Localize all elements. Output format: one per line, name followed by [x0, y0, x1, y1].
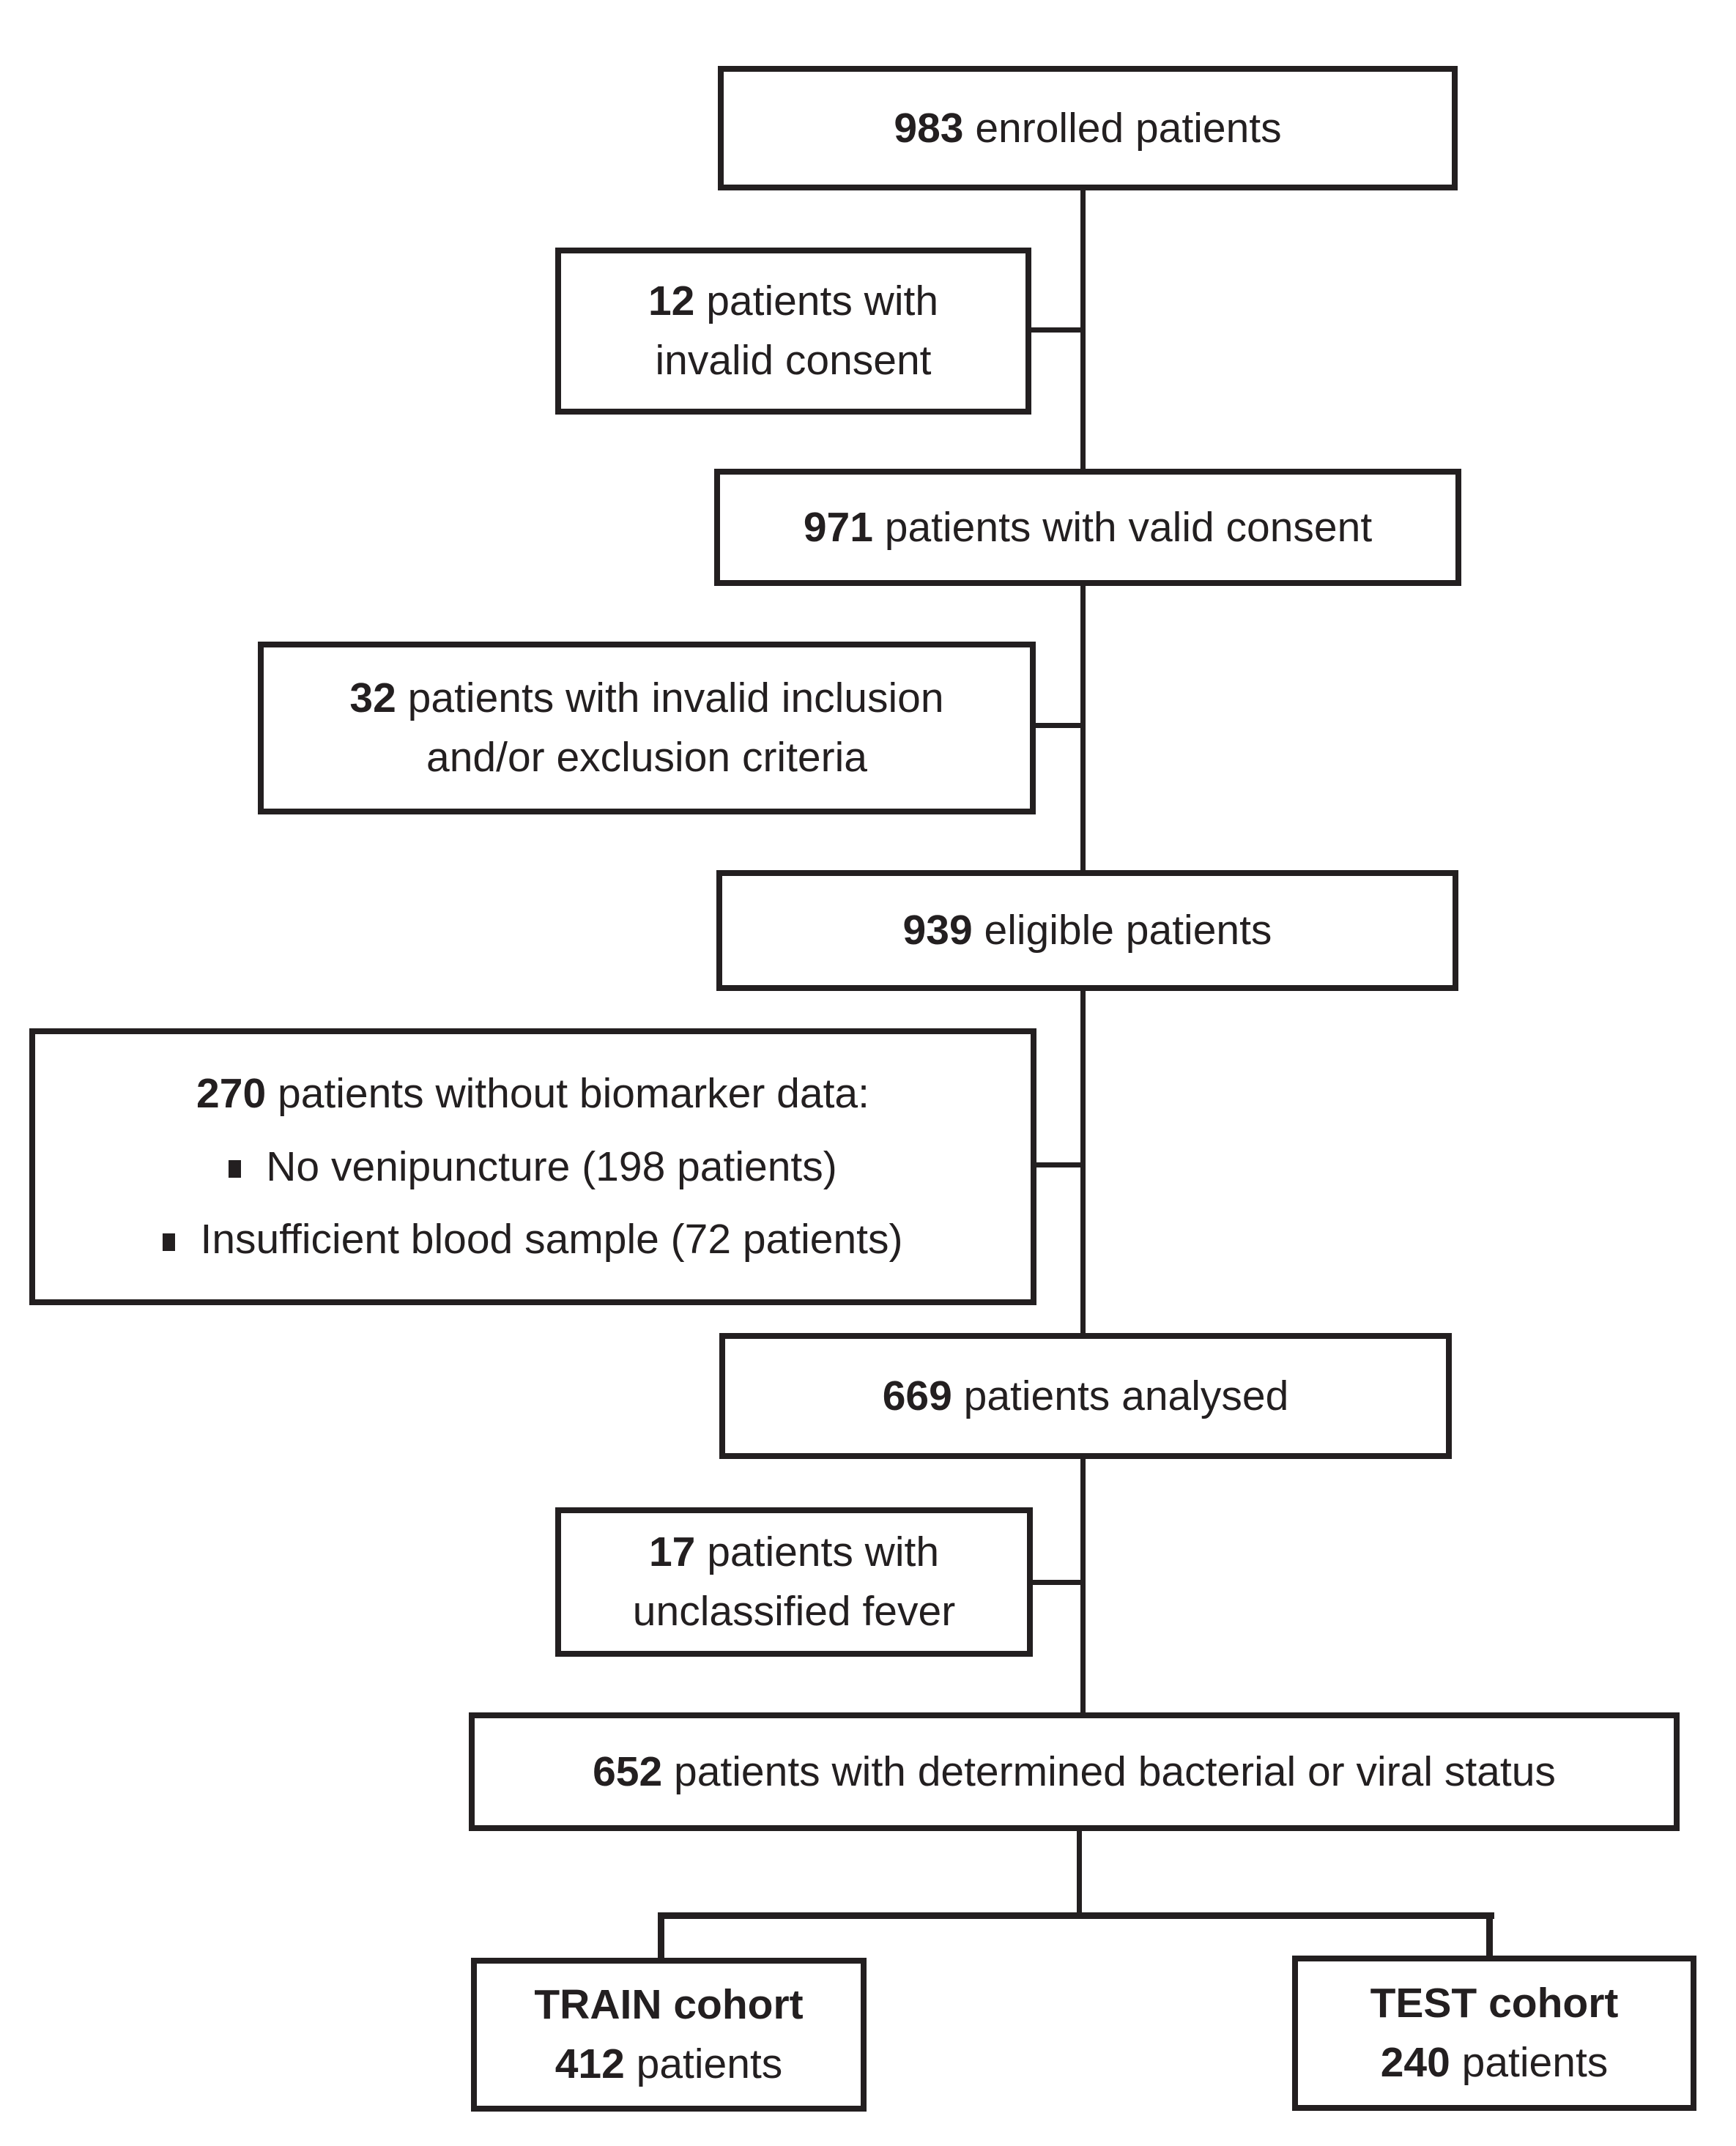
- invalid-criteria-line2: and/or exclusion criteria: [426, 734, 867, 781]
- valid-consent-label: patients with valid consent: [884, 503, 1373, 551]
- no-biomarker-bullet-2: Insufficient blood sample (72 patients): [163, 1210, 903, 1269]
- invalid-criteria-count: 32: [349, 675, 396, 722]
- enrolled-label: enrolled patients: [975, 104, 1282, 152]
- connector-analysed-to-determined: [1080, 1456, 1086, 1715]
- eligible-count: 939: [902, 907, 973, 954]
- box-invalid-criteria: 32 patients with invalid inclusion and/o…: [258, 642, 1036, 814]
- determined-status-label: patients with determined bacterial or vi…: [674, 1748, 1556, 1795]
- connector-eligible-to-analysed: [1080, 988, 1086, 1336]
- analysed-label: patients analysed: [963, 1372, 1289, 1419]
- box-patients-analysed: 669 patients analysed: [719, 1333, 1452, 1459]
- bullet-icon: [229, 1160, 242, 1178]
- unclassified-fever-count: 17: [648, 1529, 696, 1576]
- invalid-consent-line1: patients with: [706, 278, 939, 325]
- box-determined-status: 652 patients with determined bacterial o…: [469, 1712, 1680, 1831]
- no-biomarker-count: 270: [196, 1069, 267, 1117]
- enrolled-count: 983: [894, 104, 964, 152]
- connector-valid-to-eligible: [1080, 583, 1086, 873]
- box-eligible-patients: 939 eligible patients: [716, 870, 1458, 991]
- no-biomarker-label: patients without biomarker data:: [278, 1069, 869, 1117]
- test-cohort-count: 240: [1380, 2039, 1450, 2086]
- connector-determined-to-split: [1077, 1828, 1082, 1917]
- bullet-icon: [163, 1233, 176, 1251]
- connector-split-to-train: [658, 1912, 664, 1961]
- invalid-consent-count: 12: [648, 278, 695, 325]
- invalid-consent-line2: invalid consent: [655, 337, 932, 384]
- valid-consent-count: 971: [803, 503, 873, 551]
- box-no-biomarker-data: 270 patients without biomarker data: No …: [29, 1028, 1036, 1305]
- eligible-label: eligible patients: [984, 907, 1272, 954]
- invalid-criteria-line1: patients with invalid inclusion: [407, 675, 944, 722]
- determined-status-count: 652: [593, 1748, 663, 1795]
- connector-unclassified-fever-branch: [1031, 1580, 1086, 1585]
- box-valid-consent: 971 patients with valid consent: [714, 469, 1461, 586]
- box-test-cohort: TEST cohort 240 patients: [1292, 1956, 1696, 2111]
- train-cohort-count: 412: [554, 2041, 625, 2087]
- unclassified-fever-line1: patients with: [707, 1529, 940, 1576]
- test-cohort-label: patients: [1461, 2039, 1609, 2086]
- analysed-count: 669: [882, 1372, 952, 1419]
- train-cohort-label: patients: [636, 2041, 783, 2087]
- box-invalid-consent: 12 patients with invalid consent: [555, 248, 1031, 415]
- test-cohort-title: TEST cohort: [1370, 1980, 1619, 2027]
- box-unclassified-fever: 17 patients with unclassified fever: [555, 1507, 1033, 1657]
- connector-no-biomarker-branch: [1035, 1162, 1086, 1167]
- connector-invalid-consent-branch: [1030, 327, 1086, 333]
- no-biomarker-bullet-1: No venipuncture (198 patients): [229, 1137, 837, 1197]
- box-train-cohort: TRAIN cohort 412 patients: [471, 1958, 867, 2112]
- unclassified-fever-line2: unclassified fever: [632, 1588, 956, 1635]
- no-biomarker-bullet-1-text: No venipuncture (198 patients): [266, 1143, 837, 1190]
- no-biomarker-bullet-2-text: Insufficient blood sample (72 patients): [200, 1216, 903, 1263]
- box-enrolled-patients: 983 enrolled patients: [718, 66, 1458, 190]
- train-cohort-title: TRAIN cohort: [534, 1981, 804, 2029]
- connector-invalid-criteria-branch: [1034, 723, 1086, 728]
- connector-split-horizontal: [658, 1912, 1494, 1919]
- connector-split-to-test: [1486, 1912, 1493, 1958]
